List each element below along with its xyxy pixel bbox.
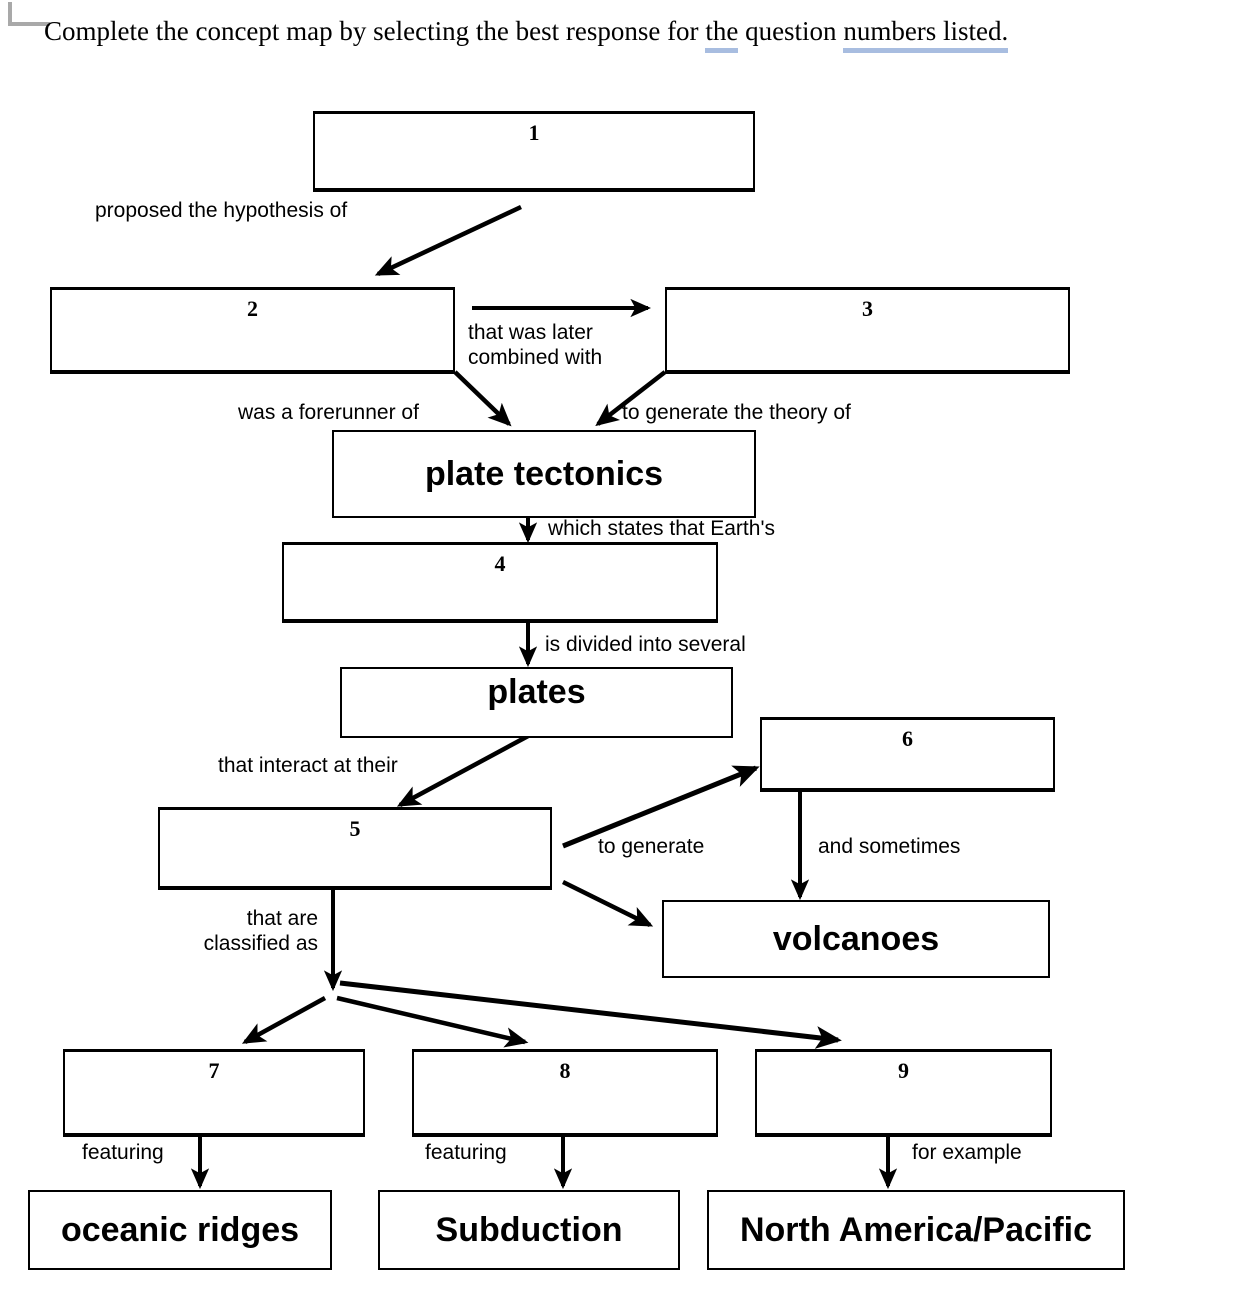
edge-1-to-2 (374, 204, 522, 277)
node-oceanic-ridges: oceanic ridges (28, 1190, 332, 1270)
edge-label-interact-at: that interact at their (218, 754, 398, 777)
node-plates-label: plates (487, 673, 586, 711)
node-question-6-label: 6 (902, 726, 913, 751)
node-plate-tectonics-label: plate tectonics (424, 455, 664, 493)
edge-label-generate-theory: to generate the theory of (622, 401, 851, 424)
edge-label-which-states: which states that Earth's (548, 517, 775, 540)
node-question-3-label: 3 (862, 296, 873, 321)
node-north-america-pacific-label: North America/Pacific (739, 1211, 1093, 1249)
edge-label-proposed-hypothesis: proposed the hypothesis of (95, 199, 348, 222)
edge-2-to-plate-tectonics (453, 370, 512, 427)
node-question-8[interactable]: 8 (412, 1050, 718, 1135)
edge-fanout-to-7 (241, 996, 327, 1044)
edge-plates-to-5 (396, 733, 532, 807)
edge-label-featuring-8: featuring (425, 1141, 507, 1164)
node-north-america-pacific: North America/Pacific (707, 1190, 1125, 1270)
edge-label-classified-as: that are classified as (203, 907, 318, 955)
node-question-7-label: 7 (208, 1058, 220, 1083)
node-plates: plates (340, 667, 733, 738)
node-question-4[interactable]: 4 (282, 543, 718, 621)
edge-label-for-example-9: for example (912, 1141, 1022, 1164)
node-question-5-label: 5 (349, 816, 361, 841)
node-volcanoes: volcanoes (662, 900, 1050, 978)
node-question-8-label: 8 (559, 1058, 571, 1083)
instruction-text-part1: Complete the concept map by selecting th… (44, 16, 706, 46)
node-oceanic-ridges-label: oceanic ridges (60, 1211, 300, 1249)
node-question-6[interactable]: 6 (760, 718, 1055, 790)
node-question-5[interactable]: 5 (158, 808, 552, 888)
edge-label-and-sometimes: and sometimes (818, 835, 961, 858)
edge-fanout-to-8 (336, 995, 529, 1048)
edge-label-divided-into: is divided into several (545, 633, 746, 656)
node-question-2[interactable]: 2 (50, 288, 455, 372)
node-question-1-label: 1 (528, 120, 540, 145)
node-question-9[interactable]: 9 (755, 1050, 1052, 1135)
instruction-highlight-the: the (705, 16, 739, 53)
node-question-2-label: 2 (247, 296, 258, 321)
node-subduction: Subduction (378, 1190, 680, 1270)
edge-label-forerunner: was a forerunner of (238, 401, 419, 424)
node-plate-tectonics: plate tectonics (332, 430, 756, 518)
node-question-4-label: 4 (494, 551, 506, 576)
edge-label-later-combined: that was later combined with (468, 321, 603, 369)
node-question-3[interactable]: 3 (665, 288, 1070, 372)
node-question-9-label: 9 (898, 1058, 909, 1083)
edge-fanout-to-9 (339, 980, 842, 1049)
instruction-highlight-numbers-listed: numbers listed. (843, 16, 1009, 53)
crop-mark (8, 2, 50, 26)
node-question-7[interactable]: 7 (63, 1050, 365, 1135)
instruction-text-part2: question (738, 16, 844, 46)
node-volcanoes-label: volcanoes (772, 920, 940, 958)
page-instruction: Complete the concept map by selecting th… (44, 14, 1009, 53)
edge-label-featuring-7: featuring (82, 1141, 164, 1164)
edge-5-to-volcanoes (562, 879, 654, 928)
node-subduction-label: Subduction (435, 1211, 623, 1249)
edge-label-to-generate: to generate (598, 835, 705, 858)
node-question-1[interactable]: 1 (313, 112, 755, 190)
